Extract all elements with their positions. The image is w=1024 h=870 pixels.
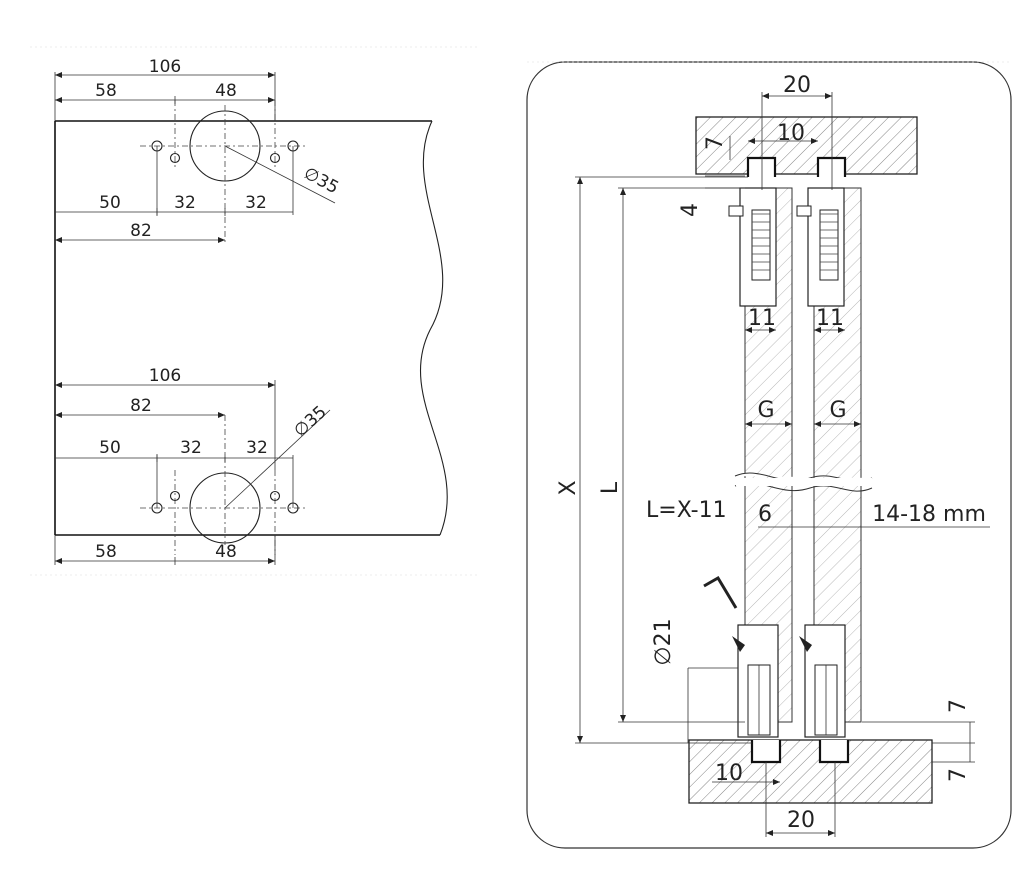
bottom-carriages [703,575,846,738]
bottom-dimensions [54,380,293,565]
top-dimensions [54,72,293,243]
top-dim-48: 48 [215,81,237,101]
top-track-profiles [746,156,847,177]
dim-gap-6: 6 [758,502,772,527]
bottom-dim-50: 50 [99,438,121,458]
top-hinge-holes [140,100,336,245]
top-dim-58: 58 [95,81,117,101]
door-panel-outline [54,120,448,536]
bottom-hinge-holes [140,409,331,555]
top-dim-32b: 32 [245,193,267,213]
bottom-dim-diameter: ∅35 [290,402,330,441]
dim-g-right: G [829,398,846,423]
bottom-dim-82: 82 [130,396,152,416]
top-dim-diameter: ∅35 [300,163,342,198]
formula-label: L=X-11 [646,498,727,523]
dim-11-right: 11 [816,306,844,331]
bottom-dim-48: 48 [215,542,237,562]
dim-bottom-7b: 7 [946,768,971,782]
dim-diameter-21: ∅21 [651,618,676,665]
dim-x: X [556,480,581,495]
dim-top-4: 4 [678,203,703,217]
top-dim-50: 50 [99,193,121,213]
dim-top-20: 20 [783,73,811,98]
sliding-door-section: 20 10 7 4 X L L=X-11 11 11 G G 6 [526,61,1012,849]
dim-bottom-20: 20 [787,808,815,833]
hinge-drilling-drawing: 106 58 48 50 32 32 82 ∅35 [30,46,480,576]
top-dim-82: 82 [130,221,152,241]
dim-11-left: 11 [748,306,776,331]
bottom-dim-32b: 32 [246,438,268,458]
bottom-dim-58: 58 [95,542,117,562]
dim-bottom-10: 10 [715,761,743,786]
bottom-rail-block [688,739,933,804]
dim-top-7: 7 [703,136,728,150]
dim-g-left: G [757,398,774,423]
dim-l: L [598,481,623,494]
top-rail-block [695,116,918,175]
dim-top-10: 10 [777,121,805,146]
top-carriages [728,160,845,307]
top-dim-106: 106 [149,57,181,77]
dim-thickness: 14-18 mm [872,502,986,527]
top-dim-32a: 32 [174,193,196,213]
bottom-dim-32a: 32 [180,438,202,458]
bottom-dim-106: 106 [149,366,181,386]
dim-bottom-7a: 7 [946,699,971,713]
